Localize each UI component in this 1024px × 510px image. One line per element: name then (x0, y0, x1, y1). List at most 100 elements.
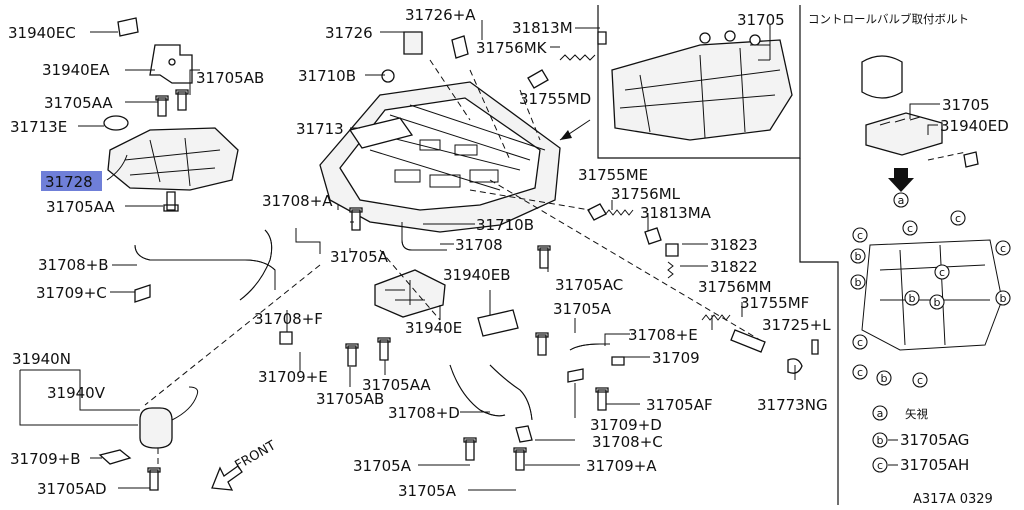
valve-components-right (587, 203, 819, 374)
callout-31755me[interactable]: 31755ME (578, 166, 648, 184)
svg-text:c: c (877, 459, 883, 472)
callout-31705ad[interactable]: 31705AD (37, 480, 107, 498)
callout-31713e[interactable]: 31713E (10, 118, 67, 136)
callout-31710b-top[interactable]: 31710B (298, 67, 356, 85)
svg-text:c: c (857, 229, 863, 242)
marker-a: a (898, 194, 905, 207)
callout-31708e[interactable]: 31708+E (628, 326, 698, 344)
svg-text:a: a (877, 407, 884, 420)
svg-text:b: b (881, 372, 888, 385)
svg-text:c: c (955, 212, 961, 225)
oil-tubes (134, 222, 610, 421)
legend-item-a: a 矢視 (872, 405, 928, 421)
callout-31708d[interactable]: 31708+D (388, 404, 460, 422)
callout-31708c[interactable]: 31708+C (592, 433, 663, 451)
callout-31940ea[interactable]: 31940EA (42, 61, 110, 79)
legend-text-c: 31705AH (900, 456, 969, 474)
callout-31705a-mid[interactable]: 31705A (330, 248, 389, 266)
clip-31940ec (117, 17, 139, 37)
bracket-31940ea (149, 44, 193, 84)
callout-31940v[interactable]: 31940V (47, 384, 106, 402)
callout-31813ma[interactable]: 31813MA (640, 204, 712, 222)
callout-31940eb[interactable]: 31940EB (443, 266, 511, 284)
callout-31705ab-mid[interactable]: 31705AB (316, 390, 384, 408)
svg-text:b: b (855, 250, 862, 263)
accumulator-cover (103, 115, 239, 191)
spring-31756mk (527, 31, 607, 89)
callout-31822[interactable]: 31822 (710, 258, 758, 276)
callout-31705aa-mid[interactable]: 31705AA (362, 376, 431, 394)
callout-31755md[interactable]: 31755MD (519, 90, 591, 108)
callout-31756mk[interactable]: 31756MK (476, 39, 548, 57)
callout-31709e[interactable]: 31709+E (258, 368, 328, 386)
legend-item-b: b 31705AG (872, 431, 969, 449)
callout-31713[interactable]: 31713 (296, 120, 344, 138)
callout-31726[interactable]: 31726 (325, 24, 373, 42)
svg-text:c: c (857, 336, 863, 349)
callout-31709c[interactable]: 31709+C (36, 284, 107, 302)
legend-text-b: 31705AG (900, 431, 969, 449)
callout-31710b-mid[interactable]: 31710B (476, 216, 534, 234)
callout-31940n[interactable]: 31940N (12, 350, 71, 368)
callout-31705a-bot1[interactable]: 31705A (353, 457, 412, 475)
callout-31705-inset[interactable]: 31705 (737, 11, 785, 29)
diagram-code: A317A 0329 (913, 492, 993, 507)
sensor-31940v (98, 386, 199, 465)
svg-text:c: c (907, 222, 913, 235)
callout-31705-right[interactable]: 31705 (942, 96, 990, 114)
callout-31705ab-top[interactable]: 31705AB (196, 69, 264, 87)
bolts (147, 89, 609, 491)
callout-31709a[interactable]: 31709+A (586, 457, 657, 475)
svg-text:b: b (909, 292, 916, 305)
callout-31705af[interactable]: 31705AF (646, 396, 713, 414)
svg-text:b: b (855, 276, 862, 289)
callout-31705ac[interactable]: 31705AC (555, 276, 623, 294)
legend-item-c: c 31705AH (872, 456, 969, 474)
callout-31708b[interactable]: 31708+B (38, 256, 109, 274)
svg-text:c: c (1000, 242, 1006, 255)
leader-lines (19, 20, 967, 491)
inset-valve-body (559, 30, 793, 141)
callout-31823[interactable]: 31823 (710, 236, 758, 254)
callout-31725l[interactable]: 31725+L (762, 316, 831, 334)
front-arrow: FRONT (211, 438, 279, 491)
callout-31709d[interactable]: 31709+D (590, 416, 662, 434)
right-panel-labels: コントロールバルブ取付ボルト 31705 31940ED (808, 12, 1009, 135)
callout-31709b[interactable]: 31709+B (10, 450, 81, 468)
callout-31726a[interactable]: 31726+A (405, 6, 476, 24)
callout-31709[interactable]: 31709 (652, 349, 700, 367)
pattern-c-markers: c c c c c c c c (852, 210, 1011, 388)
highlight-31728 (41, 171, 102, 191)
svg-text:b: b (1000, 292, 1007, 305)
callout-31756ml[interactable]: 31756ML (611, 185, 681, 203)
callout-31728[interactable]: 31728 (45, 173, 93, 191)
bolt-pattern: c c c c c c c c b b b b b b (850, 210, 1011, 388)
callout-31755mf[interactable]: 31755MF (740, 294, 809, 312)
callout-31705aa-top[interactable]: 31705AA (44, 94, 113, 112)
callout-31756mm[interactable]: 31756MM (698, 278, 772, 296)
seal-ring (103, 115, 129, 131)
bolt-title-jp: コントロールバルブ取付ボルト (808, 12, 969, 26)
pattern-b-markers: b b b b b b (850, 248, 1011, 386)
front-label: FRONT (233, 438, 279, 473)
callout-31708f[interactable]: 31708+F (254, 310, 323, 328)
svg-text:b: b (877, 434, 884, 447)
callout-31708a[interactable]: 31708+A (262, 192, 333, 210)
callout-31708[interactable]: 31708 (455, 236, 503, 254)
svg-text:c: c (939, 266, 945, 279)
callout-31705a-right[interactable]: 31705A (553, 300, 612, 318)
callout-31940ed[interactable]: 31940ED (940, 117, 1009, 135)
svg-text:c: c (857, 366, 863, 379)
callout-31773ng[interactable]: 31773NG (757, 396, 828, 414)
callout-31940e[interactable]: 31940E (405, 319, 462, 337)
callout-31705a-bot2[interactable]: 31705A (398, 482, 457, 500)
inset-frame (597, 5, 839, 505)
callout-31813m[interactable]: 31813M (512, 19, 573, 37)
solenoid-31726 (381, 31, 469, 83)
callout-labels: 31940EC 31940EA 31705AB 31705AA 31713E 3… (8, 6, 831, 500)
legend-text-a: 矢視 (905, 407, 928, 421)
callout-31940ec[interactable]: 31940EC (8, 24, 76, 42)
callout-31705aa-low[interactable]: 31705AA (46, 198, 115, 216)
